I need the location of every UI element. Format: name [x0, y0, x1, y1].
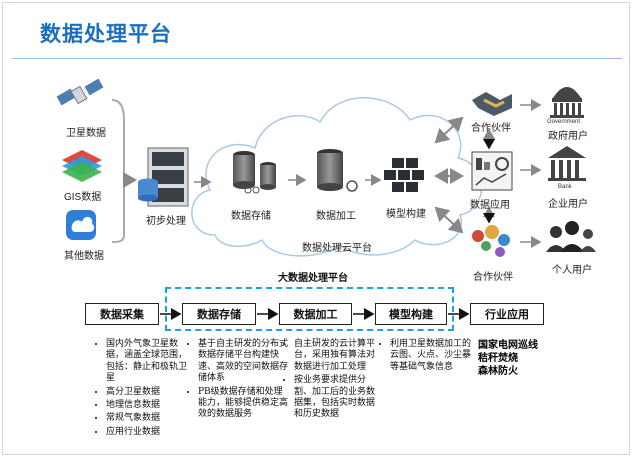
list-item: 应用行业数据	[106, 427, 188, 438]
handshake-icon	[472, 92, 512, 116]
dashboard-icon	[471, 151, 513, 191]
bank-caption: Bank	[558, 184, 572, 190]
source-label-satellite: 卫星数据	[66, 128, 106, 139]
industry-app-item: 秸秆焚烧	[478, 353, 518, 364]
list-item: 地理信息数据	[106, 400, 188, 411]
user-label-government: 政府用户	[548, 131, 588, 142]
gis-layers-icon	[62, 150, 102, 182]
user-label-enterprise: 企业用户	[548, 199, 588, 210]
storage-icon	[233, 151, 276, 194]
stage-label-processing: 数据加工	[316, 211, 356, 222]
preprocess-label: 初步处理	[146, 216, 186, 227]
gears-team-icon	[472, 225, 510, 257]
bigdata-title: 大数据处理平台	[278, 273, 348, 284]
satellite-icon	[56, 78, 104, 106]
application-label: 数据应用	[470, 200, 510, 211]
model-details: 利用卫星数据加工的云图、火点、沙尘暴等基础气象信息	[378, 339, 476, 375]
list-item: 高分卫星数据	[106, 387, 188, 398]
list-item: 利用卫星数据加工的云图、火点、沙尘暴等基础气象信息	[390, 339, 476, 373]
slide-frame	[2, 2, 630, 455]
industry-app-item: 森林防火	[478, 366, 518, 377]
list-item: 按业务要求提供分割、加工后的业务数据集，包括实时数据和历史数据	[294, 375, 378, 421]
people-icon	[546, 221, 596, 252]
cloud-app-icon	[66, 210, 96, 240]
stage-label-storage: 数据存储	[231, 211, 271, 222]
page-title: 数据处理平台	[40, 22, 172, 46]
process-step-storage: 数据存储	[182, 303, 256, 325]
processing-details: 自主研发的云计算平台，采用独有算法对数据进行加工处理 按业务要求提供分割、加工后…	[282, 339, 378, 423]
industry-apps: 国家电网巡线 秸秆焚烧 森林防火	[478, 339, 538, 378]
industry-app-item: 国家电网巡线	[478, 340, 538, 351]
process-step-model: 模型构建	[375, 303, 447, 325]
list-item: 基于自主研发的分布式数据存储平台构建快速、高效的空间数据存储体系	[198, 339, 288, 385]
list-item: 国内外气象卫星数据，涵盖全球范围，包括：静止和极轨卫星	[106, 339, 188, 385]
model-cubes-icon	[384, 158, 424, 192]
source-label-gis: GIS数据	[64, 192, 102, 203]
collect-details: 国内外气象卫星数据，涵盖全球范围，包括：静止和极轨卫星 高分卫星数据 地理信息数…	[94, 339, 188, 440]
server-icon	[138, 147, 189, 207]
partner-label-bottom: 合作伙伴	[473, 272, 513, 283]
process-step-collect: 数据采集	[85, 303, 159, 325]
title-divider	[12, 58, 622, 59]
stage-label-model: 模型构建	[386, 209, 426, 220]
storage-details: 基于自主研发的分布式数据存储平台构建快速、高效的空间数据存储体系 PB级数据存储…	[186, 339, 288, 423]
process-step-industry: 行业应用	[470, 303, 544, 325]
list-item: 常规气象数据	[106, 413, 188, 424]
partner-label-top: 合作伙伴	[471, 123, 511, 134]
process-step-processing: 数据加工	[279, 303, 352, 325]
source-connector	[111, 99, 125, 243]
bigdata-dashed-frame	[165, 287, 454, 331]
gov-caption: Government	[547, 119, 581, 125]
bank-icon	[548, 146, 586, 181]
source-label-other: 其他数据	[64, 251, 104, 262]
government-building-icon	[550, 87, 584, 118]
list-item: 自主研发的云计算平台，采用独有算法对数据进行加工处理	[294, 339, 378, 373]
list-item: PB级数据存储和处理能力，能够提供稳定高效的数据服务	[198, 387, 288, 421]
cloud-platform-label: 数据处理云平台	[302, 243, 372, 254]
processing-icon	[317, 149, 358, 192]
user-label-personal: 个人用户	[552, 265, 592, 276]
